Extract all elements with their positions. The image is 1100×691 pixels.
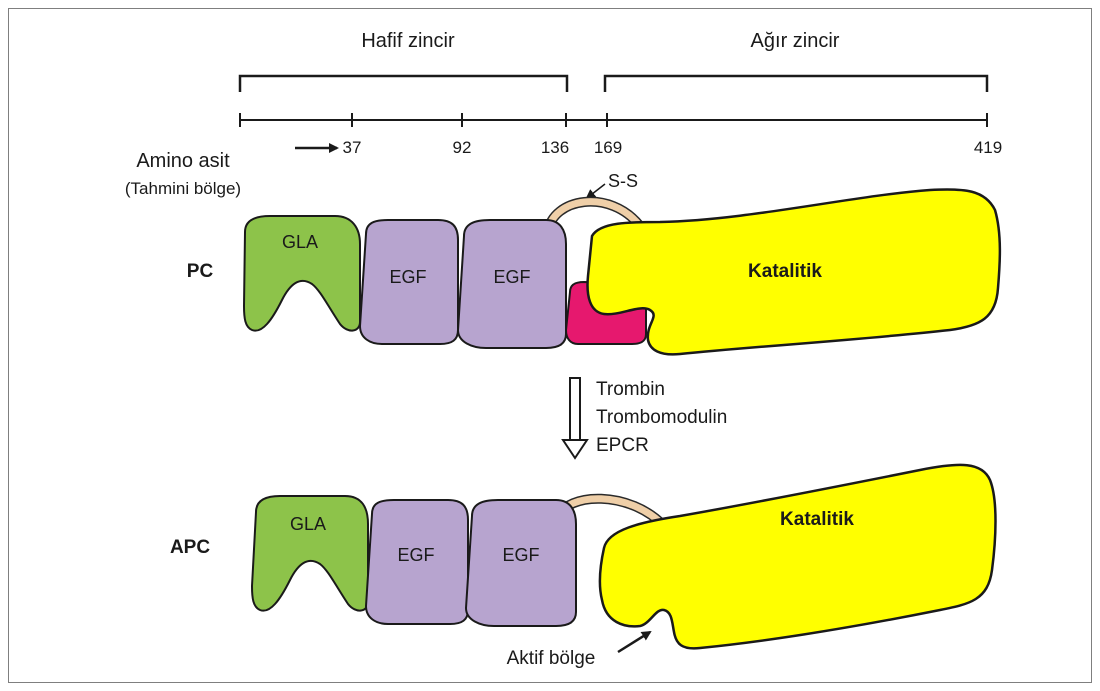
tick-label-136: 136	[541, 138, 569, 157]
amino-acid-label: Amino asit	[136, 150, 230, 172]
apc-egf1-label: EGF	[397, 545, 434, 565]
amino-acid-sublabel: (Tahmini bölge)	[125, 179, 241, 198]
ss-bond-arrow-icon	[587, 184, 605, 198]
tick-label-37: 37	[343, 138, 362, 157]
tick-label-92: 92	[453, 138, 472, 157]
pc-gla-label: GLA	[282, 232, 318, 252]
activator-thrombomodulin: Trombomodulin	[596, 407, 727, 428]
light-chain-label: Hafif zincir	[361, 30, 455, 52]
activator-epcr: EPCR	[596, 435, 649, 456]
tick-label-169: 169	[594, 138, 622, 157]
activation-arrow-icon	[563, 378, 587, 458]
heavy-chain-label: Ağır zincir	[751, 30, 840, 52]
apc-gla-label: GLA	[290, 514, 326, 534]
active-site-label: Aktif bölge	[507, 648, 596, 669]
apc-row-label: APC	[170, 537, 210, 558]
apc-catalytic-label: Katalitik	[780, 509, 854, 530]
pc-catalytic-label: Katalitik	[748, 261, 822, 282]
heavy-chain-bracket	[605, 76, 987, 92]
pc-egf2-label: EGF	[493, 267, 530, 287]
activator-thrombin: Trombin	[596, 379, 665, 400]
apc-catalytic-domain	[600, 465, 996, 648]
pc-egf1-label: EGF	[389, 267, 426, 287]
active-site-arrow-icon	[618, 632, 650, 652]
apc-egf2-label: EGF	[502, 545, 539, 565]
pc-row-label: PC	[187, 261, 214, 282]
tick-label-419: 419	[974, 138, 1002, 157]
ss-bond-label: S-S	[608, 171, 638, 191]
light-chain-bracket	[240, 76, 567, 92]
